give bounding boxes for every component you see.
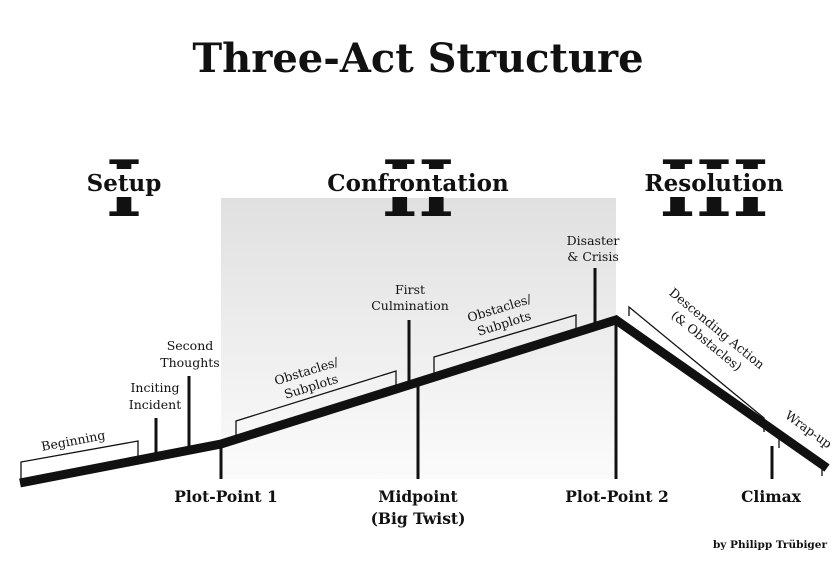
disaster-crisis-label: Disaster & Crisis xyxy=(567,233,620,264)
act-two-label-bg xyxy=(329,169,507,197)
act-one-label-bg xyxy=(84,169,164,197)
story-arc-line xyxy=(19,315,830,488)
disaster-crisis-line-1: Disaster xyxy=(567,233,620,248)
second-thoughts-line-1: Second xyxy=(167,338,214,353)
page-title: Three-Act Structure xyxy=(192,35,643,82)
act-three-label-bg xyxy=(647,169,781,197)
inciting-incident-line-1: Inciting xyxy=(130,380,179,395)
wrap-up-bracket xyxy=(778,435,823,476)
act-three-header: III Resolution xyxy=(645,144,784,235)
second-thoughts-label: Second Thoughts xyxy=(160,338,219,370)
first-culmination-label: First Culmination xyxy=(371,282,449,313)
beginning-label: Beginning xyxy=(40,427,106,454)
descending-action-bracket xyxy=(628,305,765,432)
obstacles-subplots-1-bracket xyxy=(235,370,397,438)
plot-point-2-label: Plot-Point 2 xyxy=(565,487,669,506)
inciting-incident-line-2: Incident xyxy=(129,397,181,412)
obstacles-subplots-2-bracket xyxy=(433,314,577,374)
first-culmination-line-2: Culmination xyxy=(371,298,449,313)
act-one-header: I Setup xyxy=(84,144,164,235)
act-one-name: Setup xyxy=(87,170,162,197)
first-culmination-line-1: First xyxy=(395,282,425,297)
inciting-incident-label: Inciting Incident xyxy=(129,380,181,412)
plot-point-1-label: Plot-Point 1 xyxy=(174,487,278,506)
disaster-crisis-line-2: & Crisis xyxy=(567,249,618,264)
midpoint-label: Midpoint (Big Twist) xyxy=(371,487,466,528)
beginning-bracket xyxy=(20,440,139,480)
second-thoughts-line-2: Thoughts xyxy=(160,355,219,370)
act-three-name: Resolution xyxy=(645,170,784,197)
act-two-header: II Confrontation xyxy=(327,144,509,235)
act-two-name: Confrontation xyxy=(327,170,509,197)
midpoint-line-1: Midpoint xyxy=(378,487,458,506)
climax-label: Climax xyxy=(741,487,802,506)
descending-action-label: Descending Action (& Obstacles) xyxy=(666,285,767,374)
midpoint-line-2: (Big Twist) xyxy=(371,509,466,528)
credit-text: by Philipp Trübiger xyxy=(713,539,828,551)
